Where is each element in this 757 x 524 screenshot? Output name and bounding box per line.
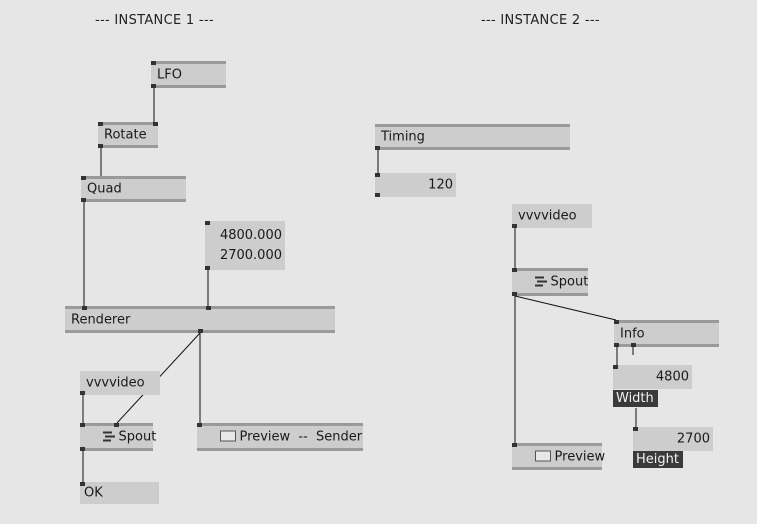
output-pin[interactable] [151,84,156,88]
node-output-bar [151,85,226,88]
height-value-box[interactable]: 2700 [633,427,713,451]
vector-iobox[interactable]: 4800.000 2700.000 [205,221,285,270]
timing-value[interactable]: 120 [428,177,453,193]
node-label: vvvvideo [518,208,577,224]
node-input-bar [65,306,335,309]
link-spout2-info [514,295,617,321]
node-label-wrap: Preview -- Sender [203,415,362,460]
size-y-value[interactable]: 2700.000 [219,248,282,263]
node-label-wrap: Preview [518,434,605,479]
node-label: Preview -- Sender [239,429,363,445]
output-pin[interactable] [614,343,619,347]
instance-1-title: --- INSTANCE 1 --- [95,13,214,28]
spout-node-1[interactable]: Spout [80,423,156,451]
preview-window-icon [219,430,236,442]
output-pin[interactable] [98,144,103,148]
node-label: Spout [118,429,157,445]
node-label: Quad [87,181,122,197]
node-label: Renderer [71,312,131,327]
node-label-wrap: Spout [518,260,588,305]
input-pin[interactable] [80,423,85,427]
node-input-bar [81,176,186,179]
output-pin[interactable] [80,447,85,451]
output-pin[interactable] [81,198,86,202]
node-label: Preview [554,449,606,464]
preview-node-2[interactable]: Preview [512,443,605,470]
output-pin[interactable] [512,292,517,296]
node-input-bar [151,61,226,64]
height-label: Height [633,451,683,468]
input-pin[interactable] [375,173,380,177]
lfo-node[interactable]: LFO [151,61,226,88]
preview-sender-node[interactable]: Preview -- Sender [197,423,363,451]
node-label: LFO [157,67,182,82]
quad-node[interactable]: Quad [81,176,186,202]
input-pin[interactable] [114,423,119,427]
timing-value-box[interactable]: 120 [375,173,456,197]
node-output-bar [197,448,363,451]
node-output-bar [512,293,588,296]
input-pin[interactable] [197,423,202,427]
output-pin[interactable] [631,343,636,347]
vvvvideo-node-1[interactable]: vvvvideo [80,371,160,395]
vvvvideo-node-2[interactable]: vvvvideo [512,204,592,228]
input-pin[interactable] [613,365,618,369]
node-label: Rotate [104,127,147,143]
info-node[interactable]: Info [614,320,719,347]
node-input-bar [375,124,570,127]
ok-status-box[interactable]: OK [80,482,159,504]
input-pin[interactable] [512,443,517,447]
node-label: vvvvideo [86,375,145,391]
input-pin[interactable] [614,320,619,324]
node-label: Info [620,326,645,341]
renderer-node[interactable]: Renderer [65,306,335,333]
node-output-bar [512,467,602,470]
spout-node-2[interactable]: Spout [512,268,588,296]
input-pin[interactable] [633,427,638,431]
output-pin[interactable] [375,146,380,150]
ok-value: OK [84,485,103,501]
output-pin[interactable] [80,391,85,395]
node-input-bar [614,320,719,323]
node-input-bar [98,122,158,125]
instance-2-title: --- INSTANCE 2 --- [481,13,600,28]
node-output-bar [614,344,719,347]
node-output-bar [375,147,570,150]
node-input-bar [512,268,588,271]
input-pin[interactable] [81,176,86,180]
input-pin[interactable] [82,306,87,310]
width-value[interactable]: 4800 [655,369,689,385]
output-pin[interactable] [512,224,517,228]
node-output-bar [81,199,186,202]
input-pin[interactable] [80,482,85,486]
input-pin[interactable] [206,306,211,310]
width-label: Width [613,390,658,407]
node-output-bar [80,448,153,451]
output-pin[interactable] [198,329,203,333]
output-pin[interactable] [205,266,210,270]
output-pin[interactable] [375,193,380,197]
rotate-node[interactable]: Rotate [98,122,158,148]
spout-icon [102,431,115,442]
node-output-bar [98,145,158,148]
preview-window-icon [534,450,551,461]
width-value-box[interactable]: 4800 [613,365,692,389]
height-value[interactable]: 2700 [676,431,710,447]
input-pin[interactable] [205,221,210,225]
node-label: Spout [550,274,589,290]
input-pin[interactable] [512,268,517,272]
input-pin[interactable] [153,122,158,126]
input-pin[interactable] [151,61,156,65]
timing-node[interactable]: Timing [375,124,570,150]
node-input-bar [197,423,363,426]
size-x-value[interactable]: 4800.000 [219,228,282,243]
node-label-wrap: Spout [86,415,156,460]
input-pin[interactable] [98,122,103,126]
spout-icon [534,276,547,287]
node-label: Timing [381,129,425,145]
node-input-bar [512,443,602,446]
